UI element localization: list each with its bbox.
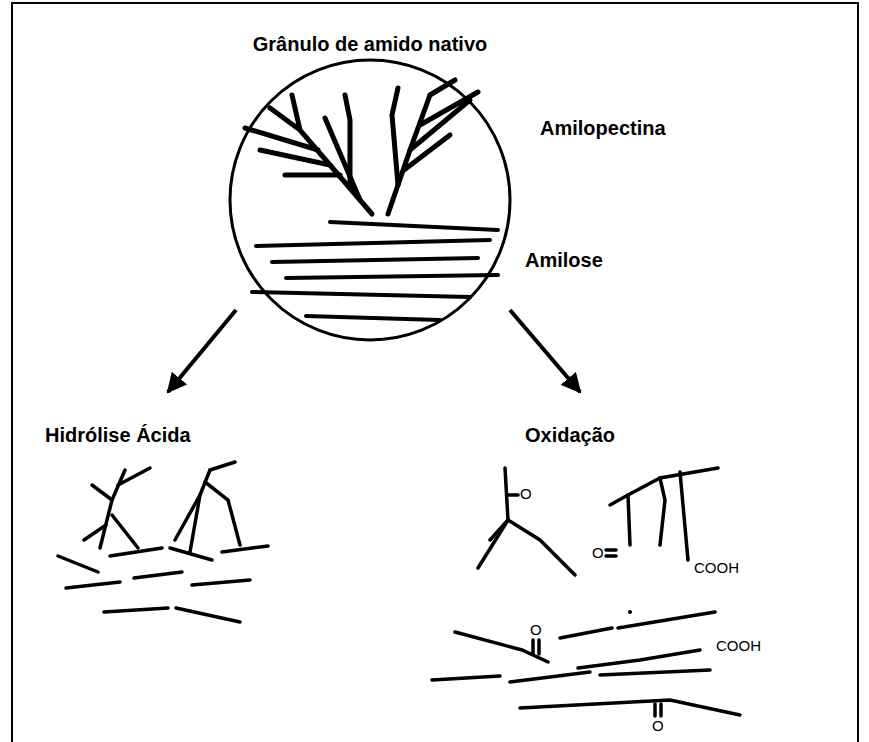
process-label: Hidrólise Ácida (45, 425, 191, 445)
group-label: O (592, 545, 604, 560)
oxidation-fragments (432, 468, 740, 716)
granule-circle (230, 60, 510, 340)
part-label: Amilose (525, 250, 603, 270)
process-label: Oxidação (525, 425, 615, 445)
hydrolysis-fragments (58, 462, 268, 622)
group-label: COOH (694, 560, 739, 575)
group-label: O (530, 622, 542, 637)
group-label: O (652, 718, 664, 733)
group-label: COOH (716, 638, 761, 653)
amylopectin-branches (245, 80, 478, 214)
frame (12, 3, 858, 742)
dot (628, 610, 632, 614)
granule-outline (200, 30, 540, 350)
granule-heading: Grânulo de amido nativo (200, 33, 540, 56)
part-label: Amilopectina (540, 118, 666, 138)
starch-granule: Grânulo de amido nativo (200, 30, 540, 350)
group-label: O (520, 486, 532, 501)
process-arrows (168, 310, 580, 392)
